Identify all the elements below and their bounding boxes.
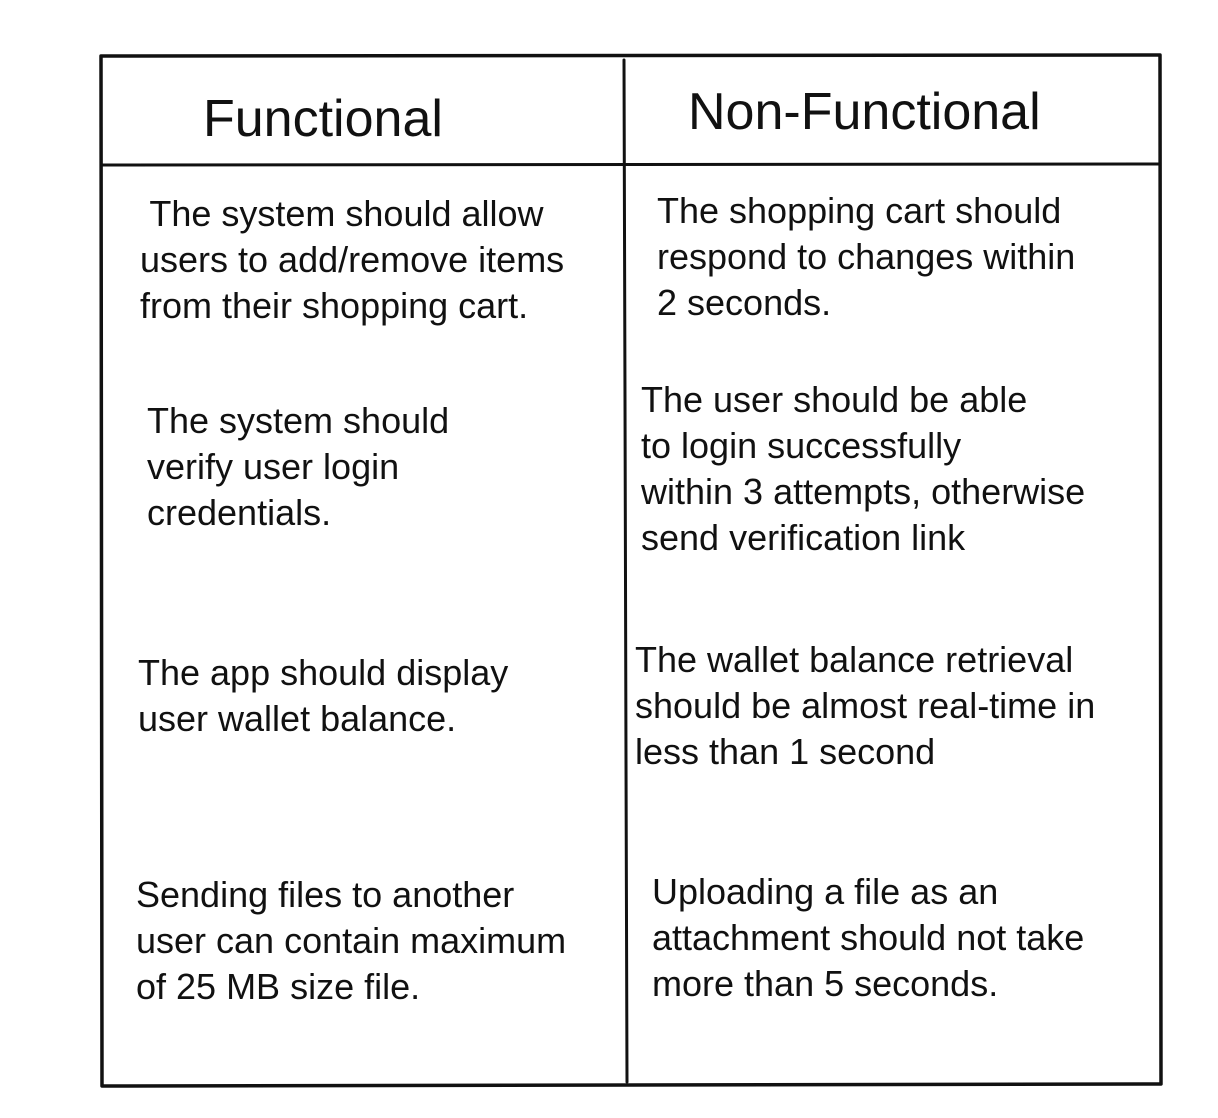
cell-line: users to add/remove items	[140, 239, 565, 280]
cell-line: The system should	[147, 400, 450, 441]
cell-line: attachment should not take	[652, 917, 1085, 958]
functional-requirement-2: The system should verify user login cred…	[147, 398, 449, 536]
cell-line: within 3 attempts, otherwise	[641, 471, 1086, 512]
cell-line: The shopping cart should	[657, 190, 1062, 231]
cell-line: credentials.	[147, 492, 332, 533]
non-functional-requirement-2: The user should be able to login success…	[641, 377, 1085, 561]
header-non-functional: Non-Functional	[688, 83, 1041, 141]
cell-line: user can contain maximum	[136, 920, 567, 961]
non-functional-requirement-3: The wallet balance retrieval should be a…	[635, 637, 1095, 775]
functional-requirement-4: Sending files to another user can contai…	[136, 872, 566, 1010]
cell-line: The system should allow	[140, 193, 544, 234]
cell-line: user wallet balance.	[138, 698, 457, 739]
cell-line: to login successfully	[641, 425, 962, 466]
cell-line: The user should be able	[641, 379, 1028, 420]
cell-line: The wallet balance retrieval	[635, 639, 1074, 680]
cell-line: respond to changes within	[657, 236, 1076, 277]
cell-line: of 25 MB size file.	[136, 966, 421, 1007]
cell-line: 2 seconds.	[657, 282, 832, 323]
non-functional-requirement-4: Uploading a file as an attachment should…	[652, 869, 1084, 1007]
cell-line: The app should display	[138, 652, 509, 693]
cell-line: Uploading a file as an	[652, 871, 999, 912]
functional-requirement-1: The system should allow users to add/rem…	[140, 191, 564, 329]
column-divider	[622, 58, 629, 1084]
header-functional: Functional	[203, 90, 443, 148]
cell-line: send verification link	[641, 517, 966, 558]
cell-line: from their shopping cart.	[140, 285, 529, 326]
cell-line: Sending files to another	[136, 874, 515, 915]
table-border	[99, 53, 1163, 1088]
cell-line: should be almost real-time in	[635, 685, 1096, 726]
cell-line: verify user login	[147, 446, 400, 487]
cell-line: less than 1 second	[635, 731, 936, 772]
cell-line: more than 5 seconds.	[652, 963, 999, 1004]
header-divider	[100, 162, 1162, 167]
non-functional-requirement-1: The shopping cart should respond to chan…	[657, 188, 1075, 326]
functional-requirement-3: The app should display user wallet balan…	[138, 650, 508, 742]
